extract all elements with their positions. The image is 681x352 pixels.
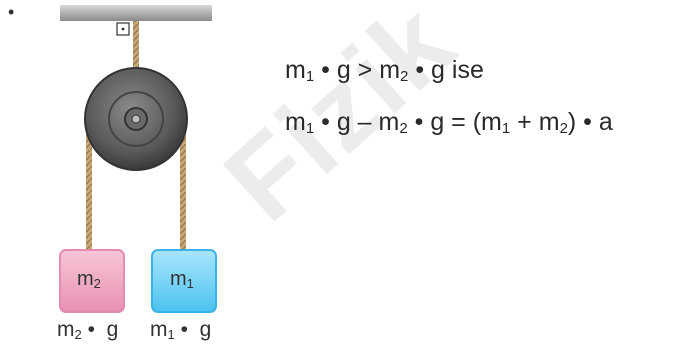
right-angle-marker bbox=[116, 22, 130, 36]
left-rope bbox=[86, 118, 92, 253]
equation-newton: m1 • g – m2 • g = (m1 + m2) • a bbox=[285, 108, 613, 137]
pulley-axle bbox=[131, 114, 141, 124]
equation-condition: m1 • g > m2 • g ise bbox=[285, 56, 484, 85]
ceiling bbox=[60, 5, 212, 21]
mass-box-m1 bbox=[151, 249, 217, 313]
bullet-point: • bbox=[8, 2, 15, 22]
mass-box-m2 bbox=[59, 249, 125, 313]
right-rope bbox=[180, 118, 186, 253]
mass-label-m2: m2 bbox=[77, 268, 101, 291]
mass-label-m1: m1 bbox=[170, 268, 194, 291]
weight-label-m2: m2 • g bbox=[57, 318, 119, 342]
weight-label-m1: m1 • g bbox=[150, 318, 212, 342]
pulley-inner-ring bbox=[108, 91, 164, 147]
right-angle-dot bbox=[121, 27, 125, 31]
